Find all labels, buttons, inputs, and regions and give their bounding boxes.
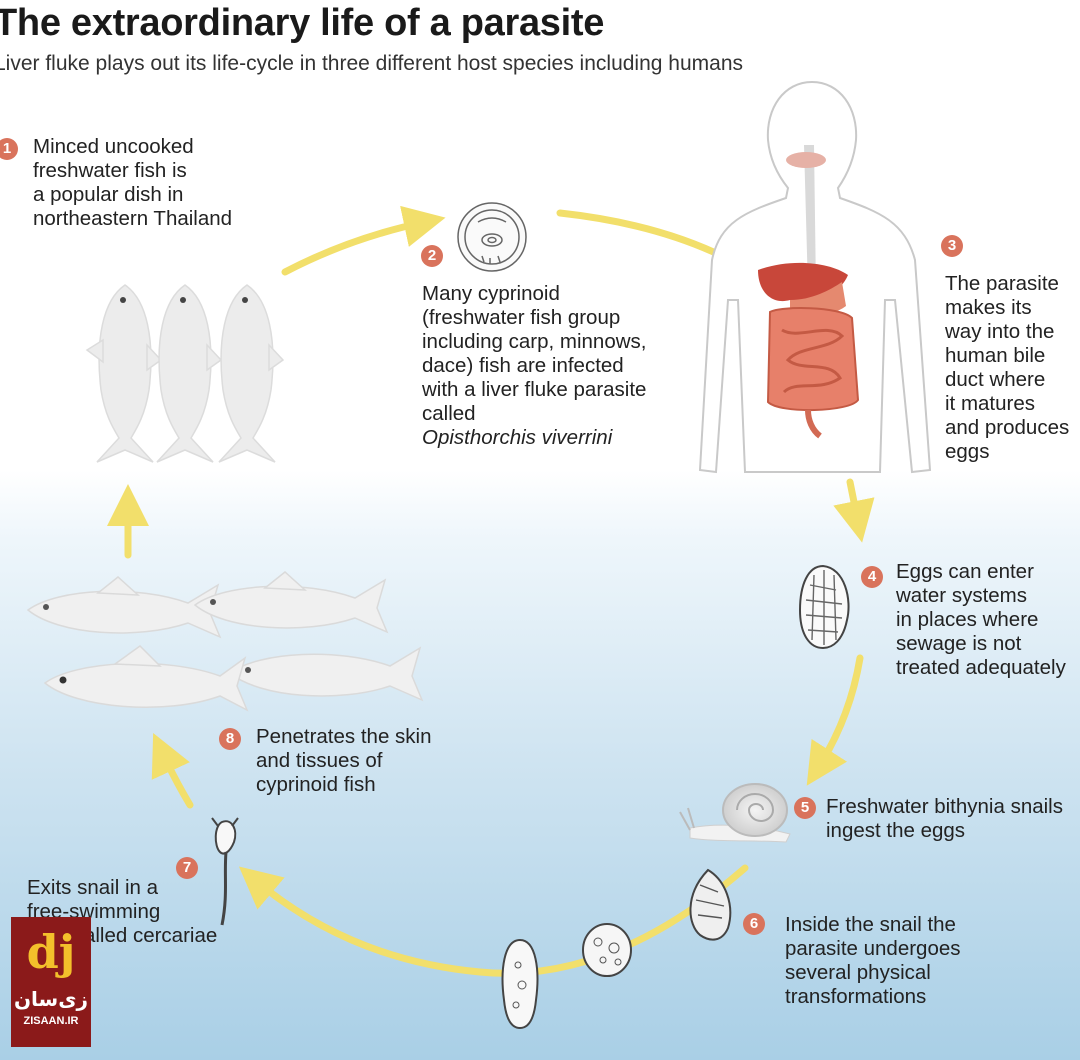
- step-5-text: Freshwater bithynia snails ingest the eg…: [826, 795, 1063, 843]
- page-title: The extraordinary life of a parasite: [0, 2, 605, 44]
- step-2-line: including carp, minnows,: [422, 330, 647, 353]
- step-6-line: Inside the snail the: [785, 913, 956, 936]
- step-3-badge: 3: [941, 235, 963, 257]
- redia-icon: [582, 923, 632, 977]
- step-8-line: cyprinoid fish: [256, 773, 376, 796]
- zisaan-logo: dj زی‌سان ZISAAN.IR: [11, 917, 91, 1047]
- step-3-line: and produces: [945, 416, 1070, 439]
- step-2-line: (freshwater fish group: [422, 306, 621, 329]
- step-3-line: way into the: [945, 320, 1055, 343]
- step-5-badge: 5: [794, 797, 816, 819]
- step-8-text: Penetrates the skin and tissues of cypri…: [256, 725, 432, 797]
- zisaan-logo-name: زی‌سان: [13, 989, 89, 1011]
- step-6-text: Inside the snail the parasite undergoes …: [785, 913, 961, 1009]
- step-4-badge: 4: [861, 566, 883, 588]
- human-organs: [758, 145, 860, 439]
- step-1-badge: 1: [0, 138, 18, 160]
- step-3-line: eggs: [945, 440, 990, 463]
- step-1-line: Minced uncooked: [33, 135, 194, 158]
- step-2-badge: 2: [421, 245, 443, 267]
- step-2-line: dace) fish are infected: [422, 354, 624, 377]
- cyst-icon: [457, 202, 527, 272]
- step-8-line: Penetrates the skin: [256, 725, 432, 748]
- step-4-line: in places where: [896, 608, 1039, 631]
- cercaria-icon: [211, 817, 239, 926]
- step-5-line: Freshwater bithynia snails: [826, 795, 1063, 818]
- arrow-6-stages: [238, 864, 749, 977]
- egg-icon: [798, 564, 850, 650]
- arrow-7-to-8: [151, 732, 194, 809]
- step-1-line: northeastern Thailand: [33, 207, 233, 230]
- step-4-text: Eggs can enter water systems in places w…: [896, 560, 1066, 680]
- step-8-line: and tissues of: [256, 749, 383, 772]
- swimming-fish: [26, 571, 424, 712]
- step-4-line: treated adequately: [896, 656, 1066, 679]
- step-4-line: sewage is not: [896, 632, 1022, 655]
- hanging-fish: [85, 284, 285, 463]
- step-2-line: Opisthorchis viverrini: [422, 426, 613, 449]
- zisaan-logo-site: ZISAAN.IR: [23, 1015, 79, 1027]
- step-7-line: Exits snail in a: [27, 876, 159, 899]
- arrow-1-to-2: [281, 205, 446, 276]
- step-6-line: several physical: [785, 961, 931, 984]
- step-7-badge: 7: [176, 857, 198, 879]
- step-3-line: The parasite: [945, 272, 1059, 295]
- step-6-line: transformations: [785, 985, 927, 1008]
- step-8-badge: 8: [219, 728, 241, 750]
- sporocyst-icon: [689, 868, 732, 941]
- step-2-line: called: [422, 402, 476, 425]
- step-3-line: duct where: [945, 368, 1046, 391]
- step-6-badge: 6: [743, 913, 765, 935]
- snail-icon: [679, 783, 791, 843]
- arrow-3-to-4: [833, 478, 875, 543]
- step-1-line: freshwater fish is: [33, 159, 187, 182]
- step-3-line: makes its: [945, 296, 1032, 319]
- step-6-line: parasite undergoes: [785, 937, 961, 960]
- arrow-4-to-5: [806, 654, 864, 786]
- step-3-text: The parasite makes its way into the huma…: [945, 272, 1069, 464]
- zisaan-logo-mark: dj: [26, 925, 76, 979]
- step-2-line: Many cyprinoid: [422, 282, 560, 305]
- step-5-line: ingest the eggs: [826, 819, 966, 842]
- step-1-text: Minced uncooked freshwater fish is a pop…: [33, 135, 232, 231]
- larva-icon: [501, 938, 539, 1030]
- step-2-text: Many cyprinoid (freshwater fish group in…: [422, 282, 646, 450]
- step-2-line: with a liver fluke parasite: [422, 378, 647, 401]
- page-subtitle: Liver fluke plays out its life-cycle in …: [0, 52, 743, 75]
- step-1-line: a popular dish in: [33, 183, 184, 206]
- step-4-line: Eggs can enter: [896, 560, 1034, 583]
- step-4-line: water systems: [896, 584, 1027, 607]
- step-3-line: human bile: [945, 344, 1046, 367]
- step-3-line: it matures: [945, 392, 1035, 415]
